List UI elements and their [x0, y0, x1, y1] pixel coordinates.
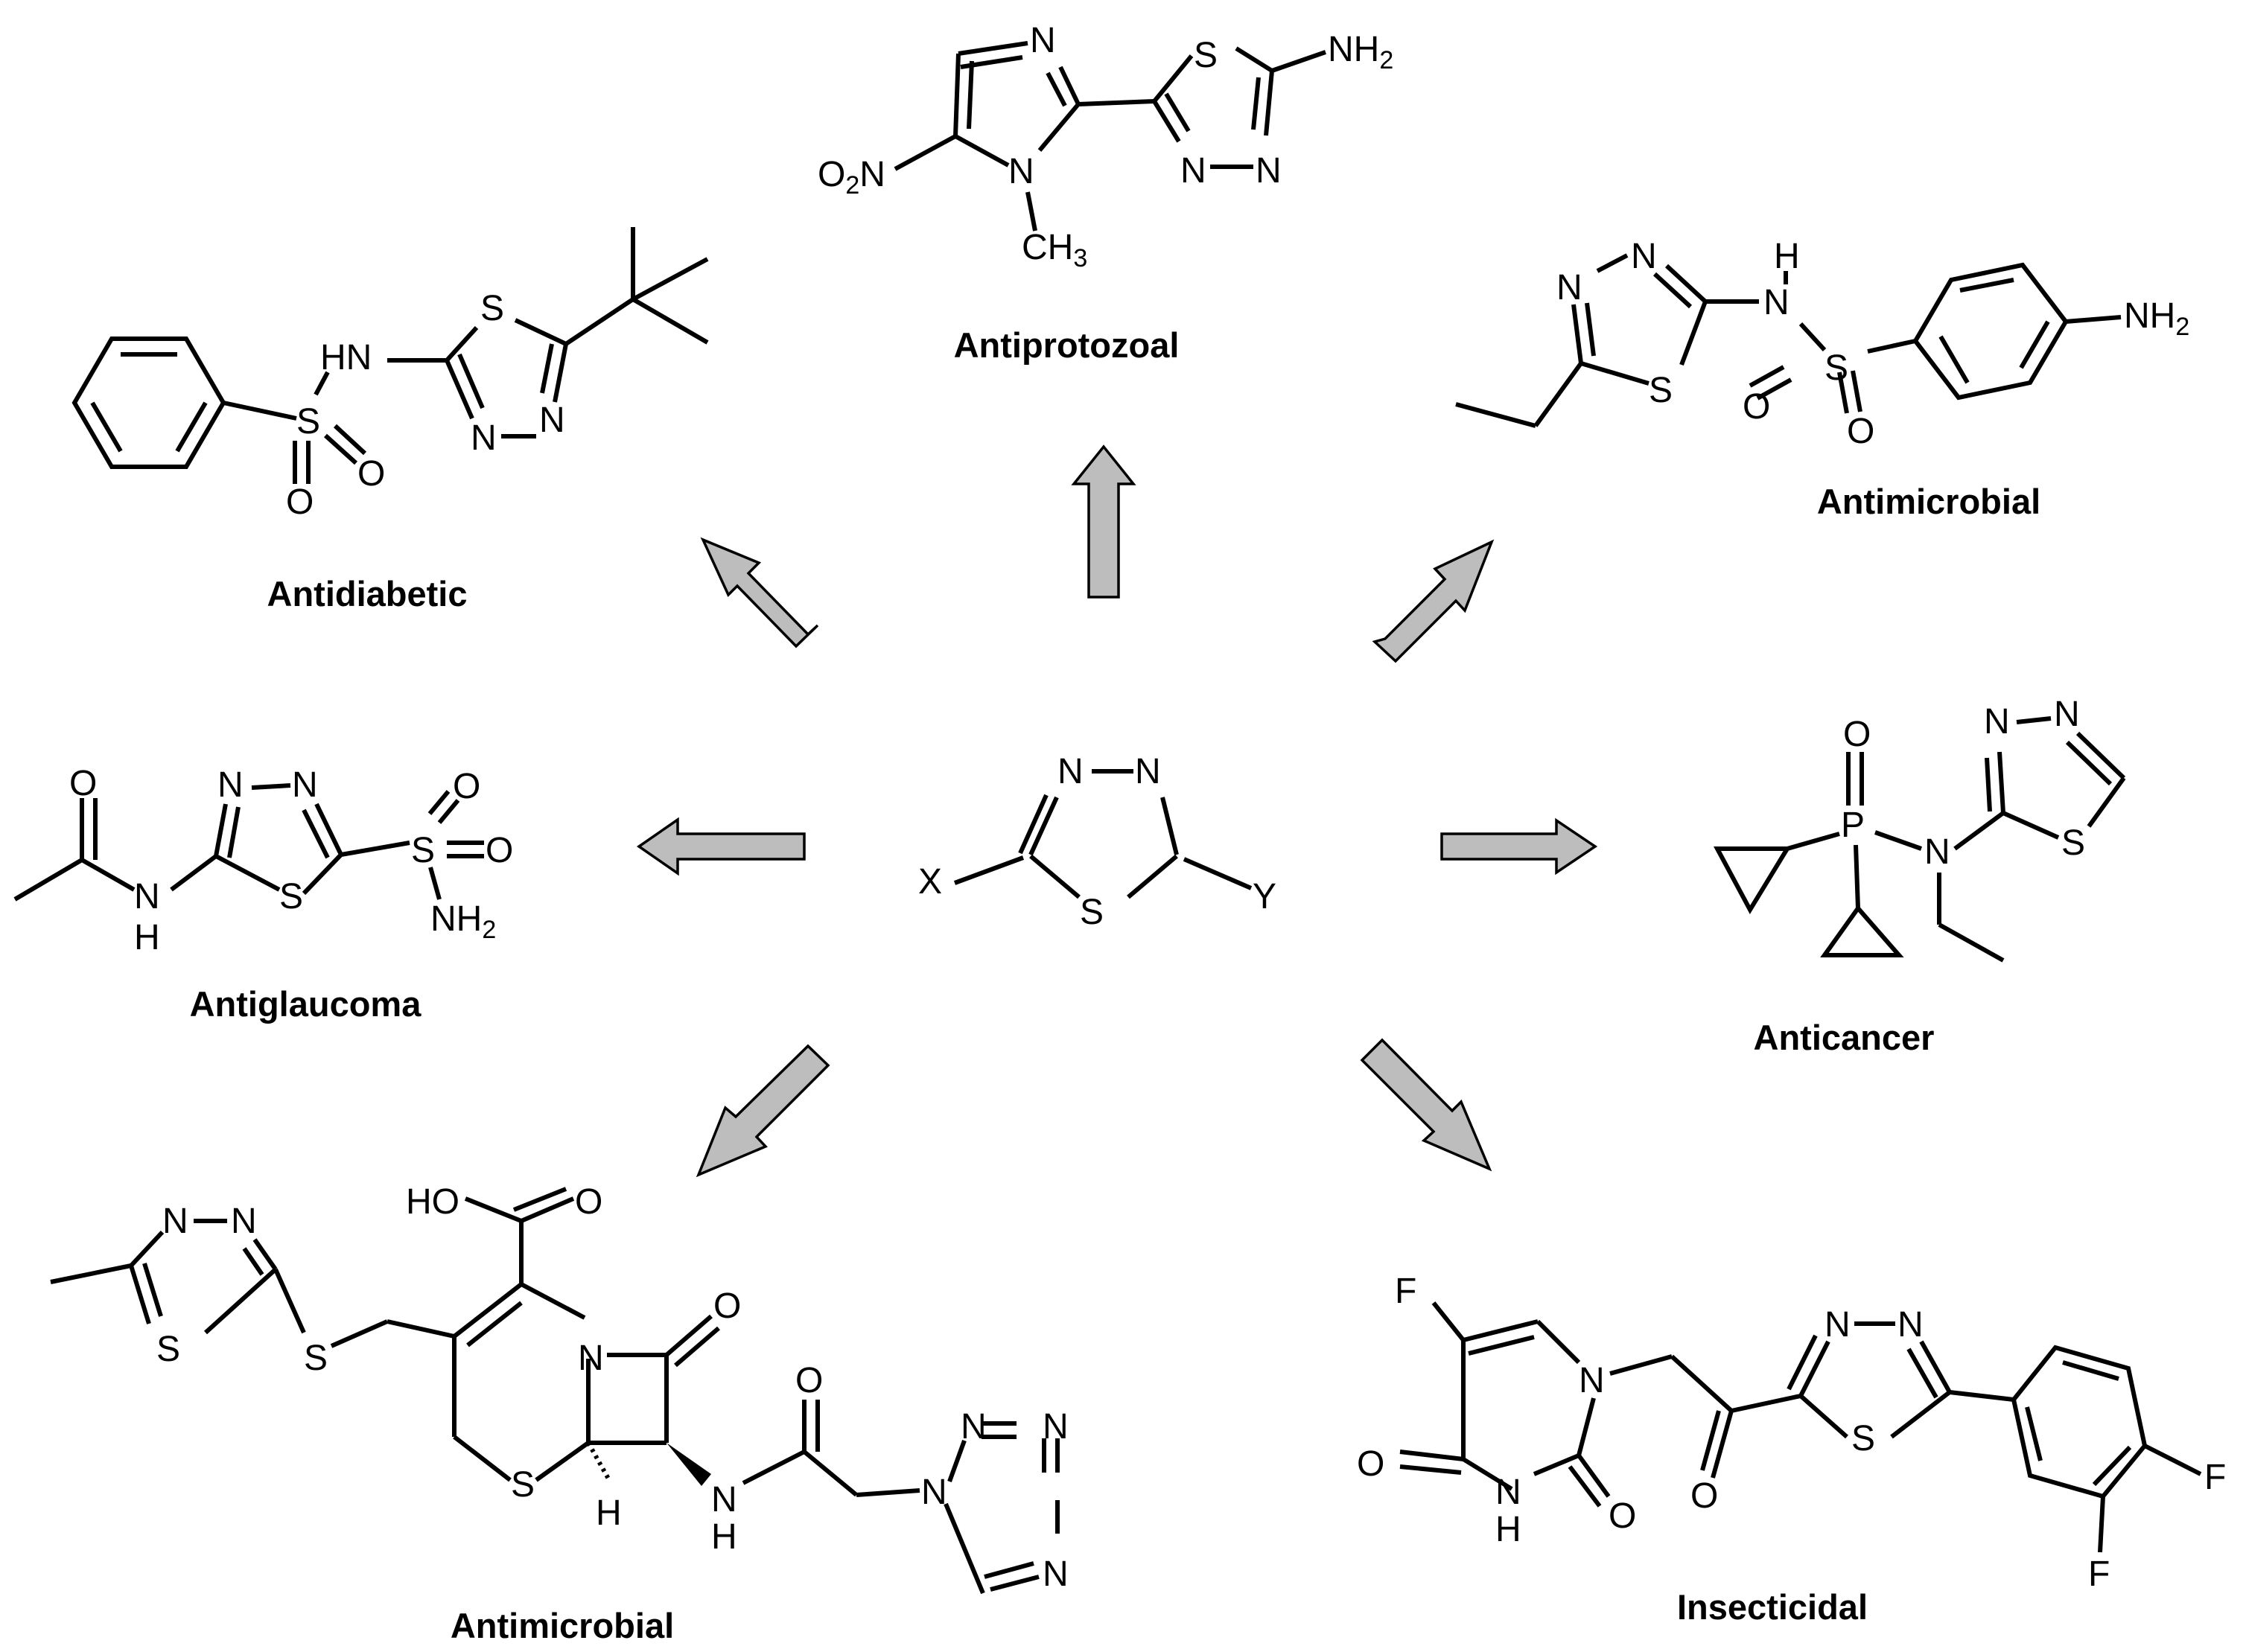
ceph-amide-n-label: N	[711, 1480, 737, 1519]
insecticidal-n1-label: N	[1579, 1361, 1605, 1400]
insecticidal-thiadiazole-n1-label: N	[1825, 1305, 1851, 1345]
compound-antidiabetic: S HN S O O N N Antidiabetic	[71, 227, 709, 613]
anticancer-n1-label: N	[1984, 702, 2010, 742]
antiglaucoma-nh2-label: NH2	[430, 899, 496, 944]
sulfa-o2-label: O	[1847, 412, 1874, 451]
core-n2-label: N	[1135, 752, 1161, 791]
ceph-carboxyl-o-label: O	[575, 1182, 602, 1222]
core-s-label: S	[1080, 893, 1104, 932]
arrows	[636, 444, 1598, 1178]
arrow-up-left	[700, 537, 819, 648]
antidiabetic-hn-label: HN	[320, 338, 372, 377]
arrow-left	[636, 817, 806, 876]
antiprotozoal-n5-label: N	[1256, 151, 1282, 191]
insecticidal-thiadiazole-n2-label: N	[1897, 1305, 1924, 1345]
antiglaucoma-amide-h-label: H	[134, 918, 160, 957]
sulfa-n1-label: N	[1556, 268, 1582, 307]
antidiabetic-sulfonyl-s-label: S	[296, 402, 320, 441]
ceph-thiadiazole-s-label: S	[156, 1330, 180, 1369]
sulfa-o1-label: O	[1743, 387, 1770, 427]
antiprotozoal-n3-label: N	[1030, 21, 1056, 60]
insecticidal-f2-label: F	[2088, 1554, 2110, 1594]
caption-antidiabetic: Antidiabetic	[267, 574, 468, 613]
caption-antiglaucoma: Antiglaucoma	[190, 984, 422, 1024]
sulfa-sulfonyl-s-label: S	[1825, 348, 1848, 388]
ceph-lactam-o-label: O	[713, 1286, 741, 1326]
compound-insecticidal: F N O N H O O N N S F F Insecticidal	[1357, 1272, 2226, 1627]
antiprotozoal-s-label: S	[1194, 36, 1218, 75]
compound-antiprotozoal: N S NH2 O2N N N N CH3 Antiprotozoal	[818, 21, 1393, 365]
antidiabetic-o1-label: O	[286, 482, 314, 522]
ceph-amide-h-label: H	[711, 1517, 737, 1557]
ceph-tetrazole-n2-label: N	[961, 1407, 987, 1447]
insecticidal-n3-label: N	[1495, 1473, 1521, 1512]
ceph-hooc-label: HO	[406, 1182, 459, 1222]
ceph-thioether-s-label: S	[304, 1339, 328, 1378]
caption-antiprotozoal: Antiprotozoal	[954, 325, 1180, 365]
insecticidal-o2-label: O	[1609, 1496, 1636, 1536]
arrow-up	[1071, 444, 1136, 599]
antidiabetic-n1-label: N	[471, 418, 497, 458]
anticancer-o-label: O	[1843, 715, 1871, 754]
insecticidal-f1-label: F	[2204, 1458, 2226, 1497]
ceph-tetrazole-n4-label: N	[1043, 1554, 1069, 1594]
antiprotozoal-nh2-label: NH2	[1328, 30, 1393, 74]
sulfa-h-label: H	[1774, 237, 1800, 276]
caption-antimicrobial-cephalosporin: Antimicrobial	[451, 1606, 674, 1645]
antiprotozoal-n4-label: N	[1180, 151, 1206, 191]
antiglaucoma-o2-label: O	[486, 831, 513, 870]
compound-antiglaucoma: O N N S O O N H S NH2 Antiglaucoma	[13, 764, 513, 1024]
anticancer-p-label: P	[1841, 806, 1865, 845]
antiglaucoma-sulfonyl-s-label: S	[411, 831, 435, 870]
anticancer-n-label: N	[1924, 832, 1950, 872]
ceph-ring-s-label: S	[511, 1465, 535, 1505]
insecticidal-n3-h-label: H	[1495, 1510, 1521, 1549]
ceph-tetrazole-n3-label: N	[1043, 1407, 1069, 1447]
antiglaucoma-amide-n-label: N	[134, 877, 160, 916]
ceph-tetrazole-n1-label: N	[921, 1473, 947, 1512]
antiglaucoma-o-carbonyl-label: O	[69, 764, 97, 803]
antiglaucoma-o1-label: O	[453, 767, 480, 806]
ceph-thiadiazole-n1-label: N	[162, 1202, 188, 1241]
compound-antimicrobial-sulfa: N N H N S S O O NH2 Antimicrobial	[1455, 237, 2189, 521]
compound-antimicrobial-cephalosporin: N N S S HO O O N S H O N H N N N N Antim…	[50, 1182, 1069, 1645]
anticancer-s-label: S	[2061, 823, 2085, 863]
core-n1-label: N	[1057, 752, 1084, 791]
insecticidal-thiadiazole-s-label: S	[1851, 1419, 1875, 1458]
arrow-right	[1440, 817, 1598, 876]
sulfa-nh2-label: NH2	[2124, 296, 2189, 341]
antiglaucoma-n1-label: N	[217, 765, 244, 805]
ceph-thiadiazole-n2-label: N	[231, 1202, 257, 1241]
wedge-bond	[667, 1443, 711, 1486]
core-y-label: Y	[1253, 877, 1276, 916]
sulfa-n2-label: N	[1631, 237, 1657, 276]
compound-anticancer: O P N N N S Anticancer	[1713, 695, 2126, 1057]
insecticidal-f-uracil-label: F	[1395, 1272, 1416, 1311]
antiglaucoma-n2-label: N	[292, 765, 318, 805]
antiprotozoal-n1-label: N	[1008, 152, 1034, 191]
antidiabetic-n2-label: N	[539, 401, 565, 440]
arrow-down-left	[696, 1044, 830, 1178]
antidiabetic-o2-label: O	[357, 454, 385, 494]
antiprotozoal-ch3-label: CH3	[1022, 228, 1087, 272]
ceph-lactam-n-label: N	[578, 1339, 604, 1378]
caption-anticancer: Anticancer	[1754, 1018, 1935, 1057]
caption-insecticidal: Insecticidal	[1677, 1587, 1868, 1627]
arrow-up-right	[1372, 539, 1495, 663]
core-thiadiazole: N N S X Y	[918, 752, 1276, 932]
antiglaucoma-ring-s-label: S	[279, 877, 303, 916]
antiprotozoal-o2n-label: O2N	[818, 155, 885, 200]
anticancer-n2-label: N	[2054, 695, 2080, 734]
insecticidal-o4-label: O	[1357, 1444, 1384, 1484]
insecticidal-ketone-o-label: O	[1690, 1476, 1718, 1516]
antidiabetic-ring-s-label: S	[480, 289, 504, 328]
caption-antimicrobial-sulfa: Antimicrobial	[1817, 482, 2040, 521]
ceph-amide-o-label: O	[795, 1361, 823, 1400]
ceph-stereo-h-label: H	[596, 1493, 622, 1533]
sulfa-ring-s-label: S	[1649, 371, 1673, 410]
arrow-down-right	[1360, 1038, 1492, 1172]
core-x-label: X	[918, 862, 942, 902]
sulfa-nh-n-label: N	[1763, 283, 1790, 322]
